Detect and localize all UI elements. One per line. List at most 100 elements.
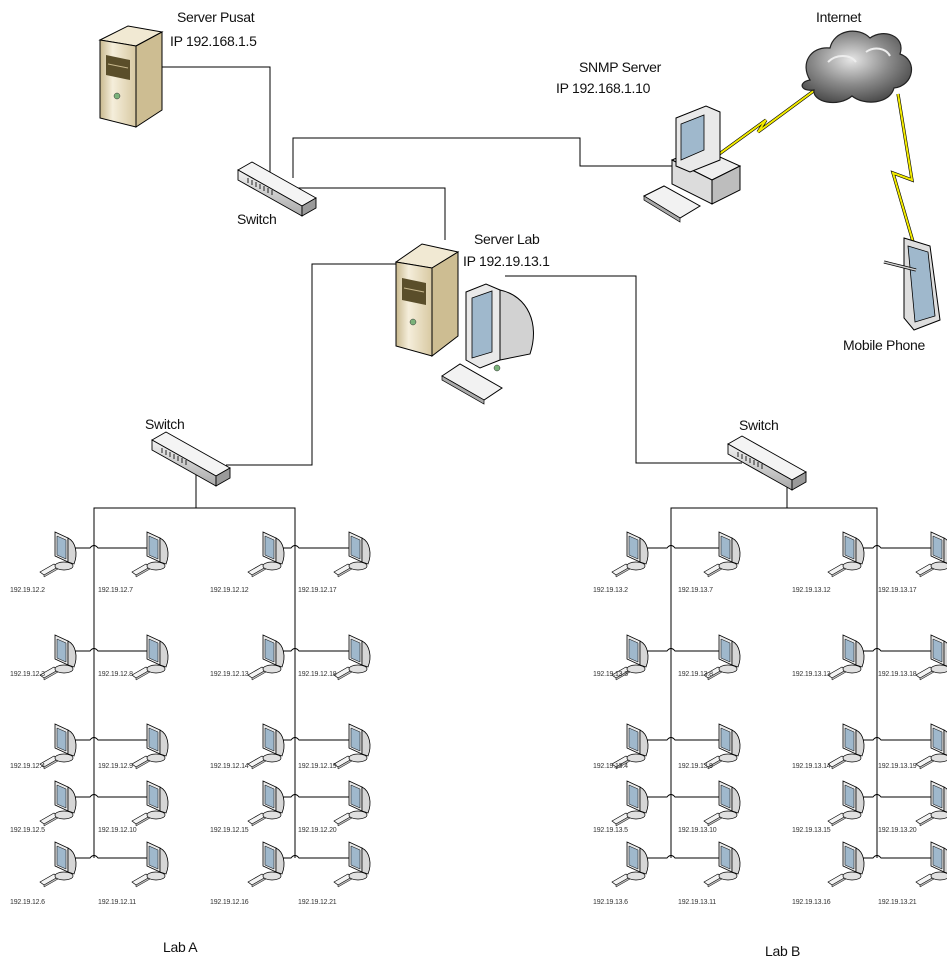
lab-workstation-icon[interactable]	[827, 634, 865, 681]
switch-top-icon[interactable]	[237, 161, 317, 217]
host-ip-label: 192.19.13.3	[593, 671, 628, 678]
lab-workstation-icon[interactable]	[827, 723, 865, 770]
lab-workstation-icon[interactable]	[333, 634, 371, 681]
server-pusat-icon[interactable]	[98, 25, 164, 128]
host-link	[68, 545, 148, 549]
host-link	[68, 648, 148, 652]
lab-workstation-icon[interactable]	[703, 531, 741, 578]
host-ip-label: 192.19.13.5	[593, 827, 628, 834]
host-link	[640, 648, 720, 652]
host-link	[856, 794, 932, 798]
host-ip-label: 192.19.13.18	[878, 671, 917, 678]
host-link	[856, 855, 932, 859]
lab-b-label: Lab B	[765, 943, 800, 959]
host-link	[640, 737, 720, 741]
lab-workstation-icon[interactable]	[827, 780, 865, 827]
lab-workstation-icon[interactable]	[915, 841, 947, 888]
lab-workstation-icon[interactable]	[333, 723, 371, 770]
lab-workstation-icon[interactable]	[247, 634, 285, 681]
lab-workstation-icon[interactable]	[39, 780, 77, 827]
lab-workstation-icon[interactable]	[915, 634, 947, 681]
host-link	[276, 737, 350, 741]
lab-workstation-icon[interactable]	[131, 723, 169, 770]
host-ip-label: 192.19.13.12	[792, 587, 831, 594]
switch-top-label: Switch	[237, 211, 276, 227]
lab-workstation-icon[interactable]	[611, 531, 649, 578]
lab-workstation-icon[interactable]	[131, 531, 169, 578]
host-ip-label: 192.19.12.9	[98, 763, 133, 770]
host-link	[68, 855, 148, 859]
host-ip-label: 192.19.13.19	[878, 763, 917, 770]
server-lab-ip: IP 192.19.13.1	[463, 253, 550, 269]
snmp-server-name: SNMP Server	[579, 59, 662, 75]
lab-workstation-icon[interactable]	[827, 531, 865, 578]
lab-workstation-icon[interactable]	[39, 841, 77, 888]
snmp-server-ip: IP 192.168.1.10	[556, 80, 651, 96]
lab-workstation-icon[interactable]	[915, 531, 947, 578]
host-ip-label: 192.19.12.10	[98, 827, 137, 834]
lab-workstation-icon[interactable]	[915, 723, 947, 770]
lab-workstation-icon[interactable]	[333, 531, 371, 578]
lab-workstation-icon[interactable]	[703, 841, 741, 888]
host-ip-label: 192.19.12.15	[210, 827, 249, 834]
host-link	[640, 794, 720, 798]
host-ip-label: 192.19.13.2	[593, 587, 628, 594]
host-link	[856, 545, 932, 549]
lab-workstation-icon[interactable]	[333, 780, 371, 827]
switch-lab-b-label: Switch	[739, 417, 778, 433]
lab-workstation-icon[interactable]	[333, 841, 371, 888]
lab-workstation-icon[interactable]	[39, 634, 77, 681]
host-ip-label: 192.19.12.19	[298, 763, 337, 770]
lab-a-wires	[93, 507, 296, 858]
server-lab-name: Server Lab	[474, 231, 540, 247]
lab-workstation-icon[interactable]	[827, 841, 865, 888]
switch-lab-a-label: Switch	[145, 416, 184, 432]
lab-workstation-icon[interactable]	[39, 531, 77, 578]
host-ip-label: 192.19.13.11	[678, 899, 716, 906]
wireless-links	[699, 68, 918, 253]
host-ip-label: 192.19.13.10	[678, 827, 717, 834]
host-ip-label: 192.19.12.20	[298, 827, 337, 834]
lab-workstation-icon[interactable]	[39, 723, 77, 770]
host-ip-label: 192.19.13.20	[878, 827, 917, 834]
lab-b-hosts: 192.19.13.2 192.19.13.7 192.19.13.12 192.19…	[593, 531, 947, 906]
host-ip-label: 192.19.12.17	[298, 587, 337, 594]
host-link	[856, 737, 932, 741]
snmp-server-icon[interactable]	[642, 105, 742, 223]
host-ip-label: 192.19.13.4	[593, 763, 628, 770]
host-ip-label: 192.19.12.7	[98, 587, 133, 594]
lab-workstation-icon[interactable]	[247, 841, 285, 888]
server-lab-icon[interactable]	[394, 243, 534, 405]
host-ip-label: 192.19.12.8	[98, 671, 133, 678]
lab-workstation-icon[interactable]	[247, 531, 285, 578]
server-pusat-name: Server Pusat	[177, 9, 255, 25]
host-ip-label: 192.19.13.7	[678, 587, 713, 594]
lab-a-label: Lab A	[163, 939, 198, 955]
switch-lab-a-icon[interactable]	[151, 431, 231, 487]
lab-workstation-icon[interactable]	[247, 723, 285, 770]
host-link	[276, 648, 350, 652]
host-ip-label: 192.19.12.13	[210, 671, 249, 678]
host-link	[856, 648, 932, 652]
lab-workstation-icon[interactable]	[611, 841, 649, 888]
lab-workstation-icon[interactable]	[131, 634, 169, 681]
host-link	[68, 794, 148, 798]
lab-workstation-icon[interactable]	[611, 780, 649, 827]
lab-workstation-icon[interactable]	[131, 780, 169, 827]
mobile-phone-icon[interactable]	[883, 237, 941, 331]
host-ip-label: 192.19.12.18	[298, 671, 337, 678]
internet-cloud-icon[interactable]	[801, 30, 913, 104]
host-ip-label: 192.19.12.21	[298, 899, 337, 906]
lab-workstation-icon[interactable]	[247, 780, 285, 827]
host-ip-label: 192.19.12.11	[98, 899, 136, 906]
host-ip-label: 192.19.13.13	[792, 671, 831, 678]
host-ip-label: 192.19.12.14	[210, 763, 249, 770]
host-ip-label: 192.19.13.8	[678, 671, 713, 678]
server-pusat-ip: IP 192.168.1.5	[170, 33, 257, 49]
lab-workstation-icon[interactable]	[915, 780, 947, 827]
lab-workstation-icon[interactable]	[703, 780, 741, 827]
lab-workstation-icon[interactable]	[131, 841, 169, 888]
